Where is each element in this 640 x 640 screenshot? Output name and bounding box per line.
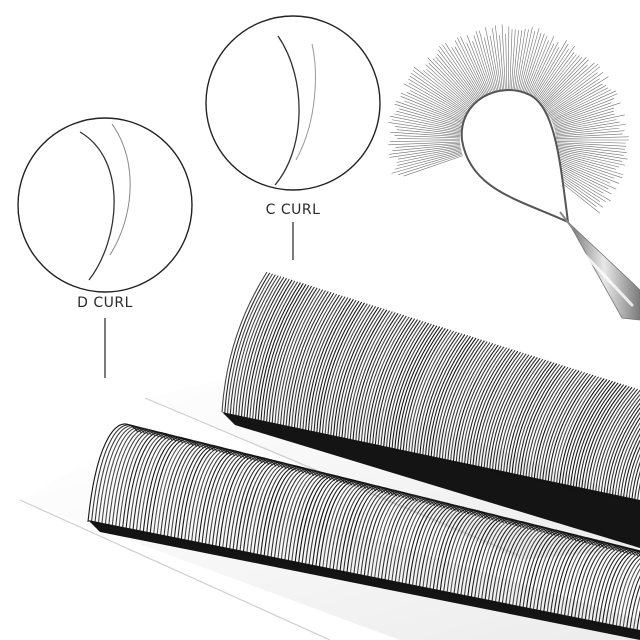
c-curl-circle bbox=[206, 16, 380, 190]
d-curl-label: D CURL bbox=[77, 295, 133, 311]
tweezers bbox=[560, 212, 640, 320]
d-curl-callout: D CURL bbox=[18, 118, 192, 378]
c-curl-label: C CURL bbox=[266, 202, 321, 218]
d-curl-circle bbox=[18, 118, 192, 292]
c-curl-callout: C CURL bbox=[206, 16, 380, 260]
c-curl-hair-1 bbox=[275, 36, 299, 185]
fan-lash-loop bbox=[388, 24, 628, 222]
d-curl-hair-1 bbox=[80, 132, 114, 280]
